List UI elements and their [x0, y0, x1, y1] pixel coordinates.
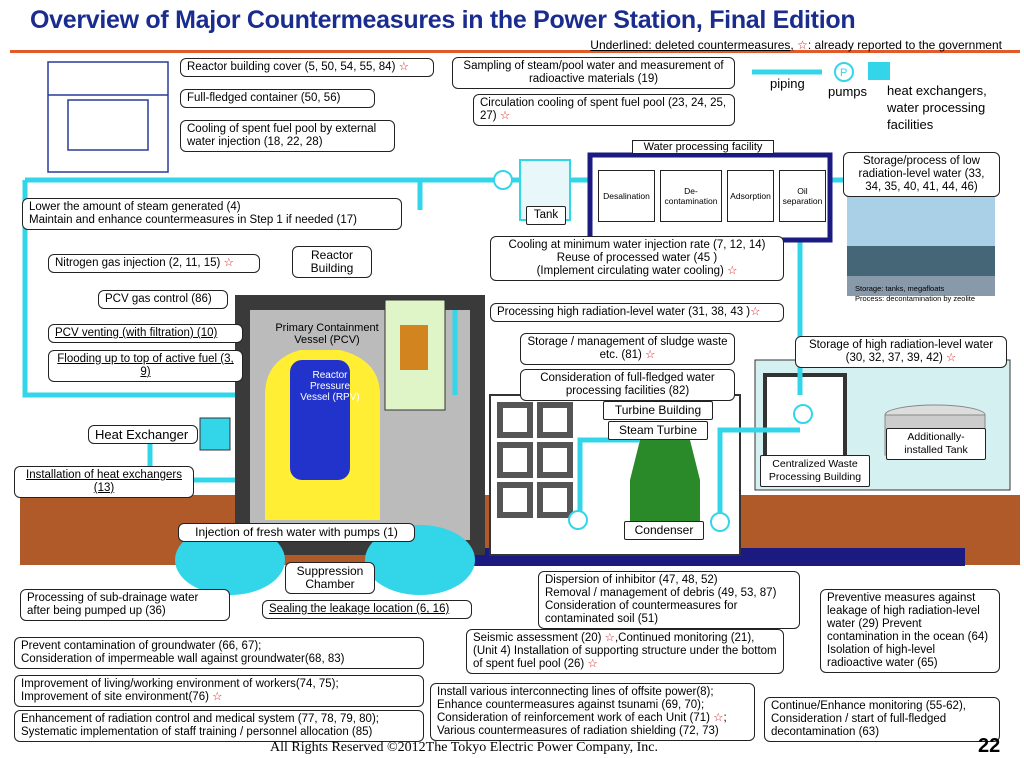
- legend-note: Underlined: deleted countermeasures, ☆: …: [590, 38, 1002, 52]
- star-icon: ☆: [604, 632, 615, 644]
- label-preventive: Preventive measures against leakage of h…: [820, 589, 1000, 673]
- label-reactor-cover: Reactor building cover (5, 50, 54, 55, 8…: [180, 58, 434, 77]
- label-container: Full-fledged container (50, 56): [180, 89, 375, 108]
- label-centralized-waste: Centralized Waste Processing Building: [760, 455, 870, 487]
- label-radiation: Enhancement of radiation control and med…: [14, 710, 424, 742]
- label-sludge: Storage / management of sludge waste etc…: [520, 333, 735, 365]
- page-number: 22: [978, 735, 1001, 757]
- label-workers: Improvement of living/working environmen…: [14, 675, 424, 707]
- footer-copyright: All Rights Reserved ©2012The Tokyo Elect…: [270, 740, 658, 755]
- hx-box: [199, 417, 231, 451]
- legend-pump-symbol: P: [840, 67, 847, 79]
- label-condenser: Condenser: [624, 521, 704, 540]
- star-icon: ☆: [398, 61, 409, 73]
- star-icon: ☆: [750, 306, 761, 318]
- legend-hx-square: [868, 62, 890, 80]
- star-icon: ☆: [727, 265, 738, 277]
- label-circulation-cooling: Circulation cooling of spent fuel pool (…: [473, 94, 735, 126]
- label-pcv-gas: PCV gas control (86): [98, 290, 228, 309]
- site-photo-water: [847, 276, 995, 296]
- page-title: Overview of Major Countermeasures in the…: [30, 6, 856, 34]
- fuel-rack: [400, 325, 428, 370]
- label-install-hx: Installation of heat exchangers (13): [14, 466, 194, 498]
- star-icon: ☆: [499, 110, 511, 122]
- label-pcv: Primary Containment Vessel (PCV): [275, 322, 379, 346]
- label-add-tank: Additionally-installed Tank: [886, 428, 986, 460]
- label-tank: Tank: [526, 206, 566, 225]
- label-subdrainage: Processing of sub-drainage water after b…: [20, 589, 230, 621]
- label-fresh-water: Injection of fresh water with pumps (1): [178, 523, 415, 542]
- label-flooding: Flooding up to top of active fuel (3, 9): [48, 350, 243, 382]
- star-icon: ☆: [223, 257, 234, 269]
- label-lower-steam: Lower the amount of steam generated (4)M…: [22, 198, 402, 230]
- label-storage-low: Storage/process of low radiation-level w…: [843, 152, 1000, 197]
- label-pcv-venting: PCV venting (with filtration) (10): [48, 324, 243, 343]
- note-reported: : already reported to the government: [807, 38, 1002, 52]
- legend-piping: piping: [770, 76, 805, 91]
- label-rpv: Reactor Pressure Vessel (RPV): [300, 370, 360, 403]
- condenser-shape: [630, 440, 700, 540]
- label-full-water: Consideration of full-fledged water proc…: [520, 369, 735, 401]
- rpv-shape: [290, 360, 350, 480]
- pump-icons: [493, 170, 813, 532]
- box-adsorption: Adsorption: [727, 170, 774, 222]
- label-monitoring: Continue/Enhance monitoring (55-62),Cons…: [764, 697, 1000, 742]
- label-inhibitor: Dispersion of inhibitor (47, 48, 52)Remo…: [538, 571, 800, 629]
- site-photo-dock: [847, 246, 995, 276]
- label-min-injection: Cooling at minimum water injection rate …: [490, 236, 784, 281]
- legend-hx: heat exchangers, water processing facili…: [887, 83, 987, 132]
- label-heat-exchanger: Heat Exchanger: [88, 425, 198, 444]
- star-icon: ☆: [797, 38, 808, 52]
- box-desalination: Desalination: [598, 170, 655, 222]
- label-water-facility: Water processing facility: [632, 140, 774, 154]
- label-suppression: Suppression Chamber: [285, 562, 375, 594]
- legend-pump-circle: [834, 62, 854, 82]
- turbine-building-grid: [497, 402, 573, 518]
- suppression-right: [365, 525, 475, 595]
- label-offsite: Install various interconnecting lines of…: [430, 683, 755, 741]
- label-storage-high: Storage of high radiation-level water (3…: [795, 336, 1007, 368]
- note-underlined: Underlined: deleted countermeasures,: [590, 38, 794, 52]
- label-sampling: Sampling of steam/pool water and measure…: [452, 57, 735, 89]
- star-icon: ☆: [645, 349, 656, 361]
- label-seismic: Seismic assessment (20) ☆,Continued moni…: [466, 629, 784, 674]
- label-processing-high: Processing high radiation-level water (3…: [490, 303, 784, 322]
- star-icon: ☆: [212, 691, 223, 703]
- legend-pumps: pumps: [828, 84, 868, 99]
- box-decontamination: De-contamination: [660, 170, 722, 222]
- label-turbine-building: Turbine Building: [603, 401, 713, 420]
- suppression-left: [175, 525, 285, 595]
- star-icon: ☆: [946, 352, 957, 364]
- title-divider: [10, 50, 1020, 53]
- label-cooling-pool-ext: Cooling of spent fuel pool by external w…: [180, 120, 395, 152]
- label-nitrogen: Nitrogen gas injection (2, 11, 15) ☆: [48, 254, 260, 273]
- label-steam-turbine: Steam Turbine: [608, 421, 708, 440]
- star-icon: ☆: [587, 658, 598, 670]
- label-reactor-building: Reactor Building: [292, 246, 372, 278]
- label-groundwater: Prevent contamination of groundwater (66…: [14, 637, 424, 669]
- star-icon: ☆: [713, 712, 724, 724]
- box-oil-separation: Oil separation: [779, 170, 826, 222]
- label-sealing: Sealing the leakage location (6, 16): [262, 600, 472, 619]
- reactor-building-icon: [47, 61, 169, 173]
